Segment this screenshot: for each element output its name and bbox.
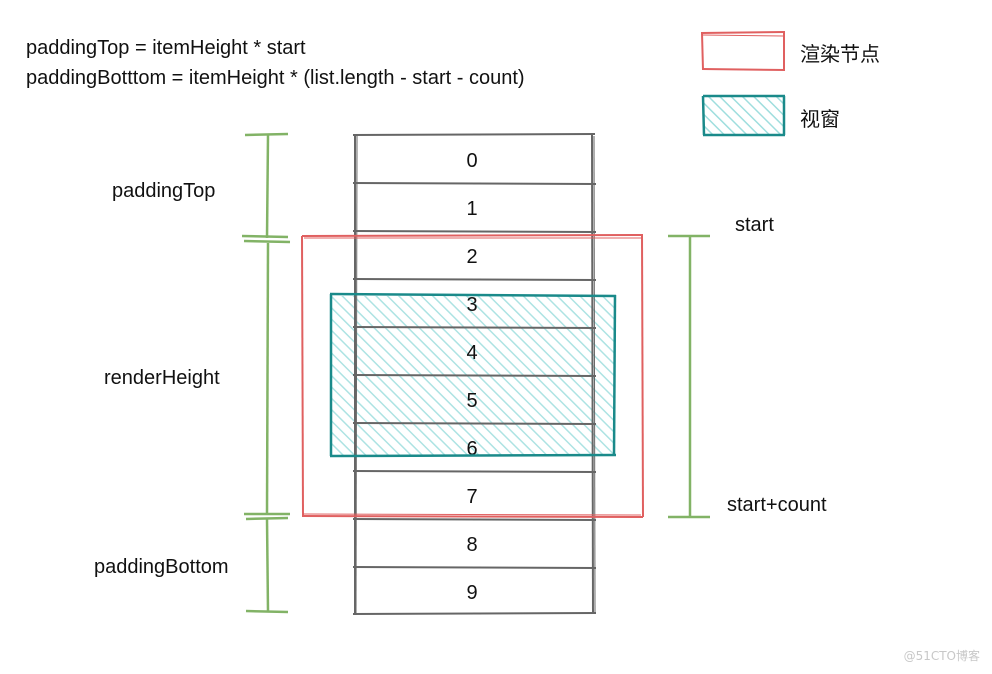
list-item-0: 0 [466,150,477,172]
padding-top-label: paddingTop [112,180,216,202]
start-label: start [735,214,774,236]
render-height-label: renderHeight [104,367,220,389]
start-count-label: start+count [727,494,827,516]
list-item-9: 9 [466,582,477,604]
list-item-6: 6 [466,438,477,460]
list-item-4: 4 [466,342,477,364]
list-item-5: 5 [466,390,477,412]
list-column [352,133,597,615]
right-bracket [668,234,710,519]
legend-render-swatch [700,31,786,71]
legend-viewport-swatch-fill [704,97,783,135]
legend-render-nodes-label: 渲染节点 [800,42,880,66]
list-item-7: 7 [466,486,477,508]
list-item-1: 1 [466,198,477,220]
viewport-box [329,292,617,458]
formula-padding-bottom: paddingBotttom = itemHeight * (list.leng… [26,67,525,89]
formula-padding-top: paddingTop = itemHeight * start [26,37,306,59]
list-item-labels: 0 1 2 3 4 5 6 7 8 9 [466,150,477,604]
legend-viewport-swatch [701,94,786,137]
render-nodes-box [301,234,644,518]
left-brackets [241,132,291,614]
list-item-8: 8 [466,534,477,556]
padding-bottom-label: paddingBottom [94,556,229,578]
list-item-3: 3 [466,294,477,316]
watermark: @51CTO博客 [903,649,980,663]
legend-viewport-label: 视窗 [800,107,840,131]
list-item-2: 2 [466,246,477,268]
